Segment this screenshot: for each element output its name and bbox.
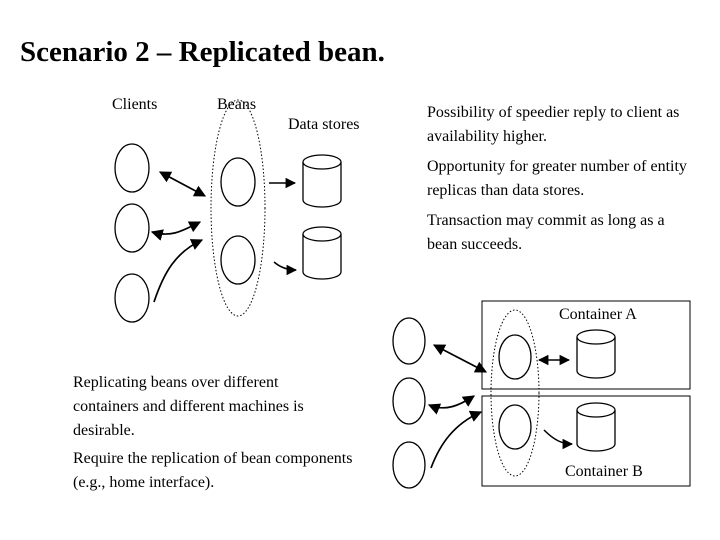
- container-b: [481, 395, 691, 487]
- bean-group-outline-b: [490, 309, 540, 477]
- arrow-bean2-store: [273, 261, 298, 276]
- container-a-label: Container A: [559, 306, 637, 323]
- bean-b2: [498, 404, 532, 450]
- note-replicating-beans: Replicating beans over different contain…: [73, 374, 304, 439]
- note-more-replicas: Opportunity for greater number of entity…: [427, 158, 687, 199]
- arrow-client1-bean: [158, 171, 207, 197]
- client-2: [114, 203, 150, 253]
- arrow-beanb2-store: [543, 429, 574, 450]
- data-stores-heading: Data stores: [288, 116, 360, 133]
- data-store-1: [302, 154, 342, 208]
- arrow-client2-bean: [150, 221, 202, 241]
- beans-heading: Beans: [217, 96, 257, 113]
- client-b2: [392, 377, 426, 425]
- arrow-clientb3-bean: [430, 410, 483, 469]
- bean-2: [220, 235, 256, 285]
- top-diagram: [114, 99, 342, 323]
- slide-title: Scenario 2 – Replicated bean.: [20, 36, 385, 68]
- client-b3: [392, 441, 426, 489]
- data-store-a: [576, 329, 616, 379]
- client-3: [114, 273, 150, 323]
- data-store-2: [302, 226, 342, 280]
- arrow-clientb2-bean: [427, 395, 476, 415]
- clients-heading: Clients: [112, 96, 158, 113]
- note-speedier-reply: Possibility of speedier reply to client …: [427, 104, 680, 145]
- bean-1: [220, 157, 256, 207]
- bean-b1: [498, 334, 532, 380]
- note-require-replication: Require the replication of bean componen…: [73, 450, 353, 491]
- data-store-b: [576, 402, 616, 452]
- arrow-client3-bean: [153, 239, 204, 303]
- client-1: [114, 143, 150, 193]
- container-b-label: Container B: [565, 463, 643, 480]
- bean-group-outline: [210, 99, 266, 317]
- arrow-clientb1-bean: [432, 344, 488, 373]
- bottom-diagram: [392, 300, 691, 489]
- note-transaction-commit: Transaction may commit as long as a bean…: [427, 212, 665, 253]
- client-b1: [392, 317, 426, 365]
